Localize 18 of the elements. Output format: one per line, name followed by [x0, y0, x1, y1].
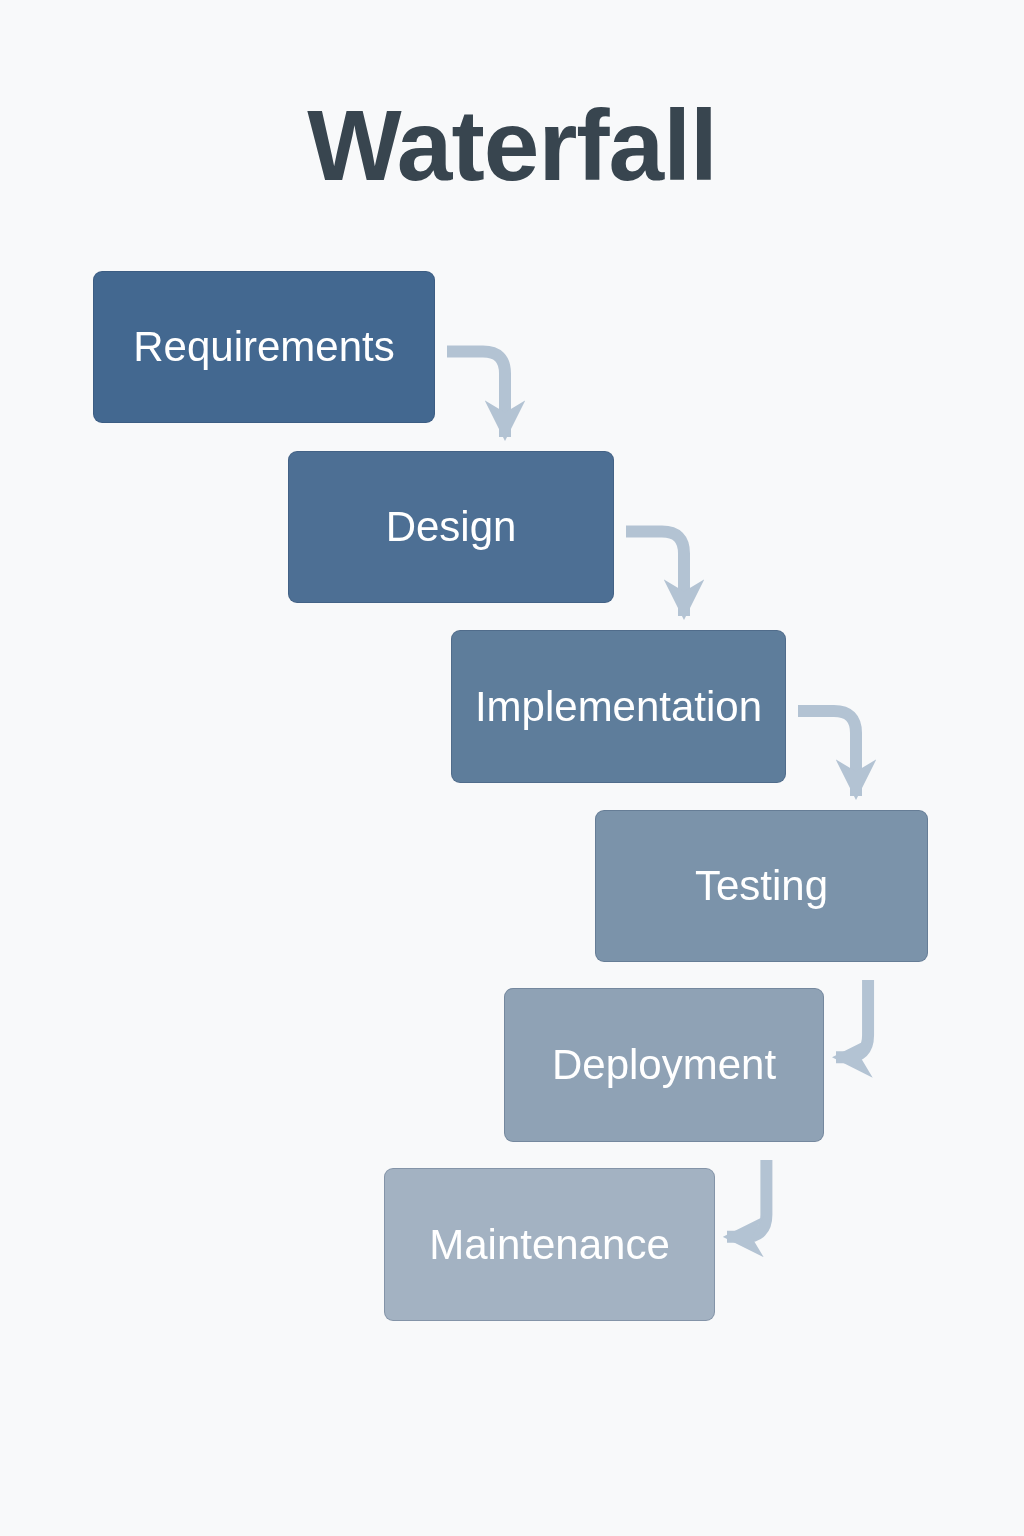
process-box — [384, 1168, 715, 1321]
diagram-title: Waterfall — [307, 89, 717, 201]
step-label: Requirements — [133, 323, 395, 371]
step-label: Implementation — [474, 682, 763, 731]
arrow — [798, 705, 877, 801]
step-label: Design — [385, 503, 517, 551]
arrow — [831, 980, 875, 1078]
process-box — [93, 271, 435, 423]
process-box — [288, 451, 614, 603]
process-box — [504, 988, 824, 1142]
process-box — [451, 630, 786, 783]
step-label: Testing — [694, 862, 829, 910]
arrow — [722, 1160, 773, 1258]
step-label: Deployment — [551, 1041, 777, 1089]
arrow — [626, 525, 705, 621]
step-label: Maintenance — [429, 1220, 670, 1269]
arrow — [447, 345, 526, 442]
process-box — [595, 810, 928, 962]
